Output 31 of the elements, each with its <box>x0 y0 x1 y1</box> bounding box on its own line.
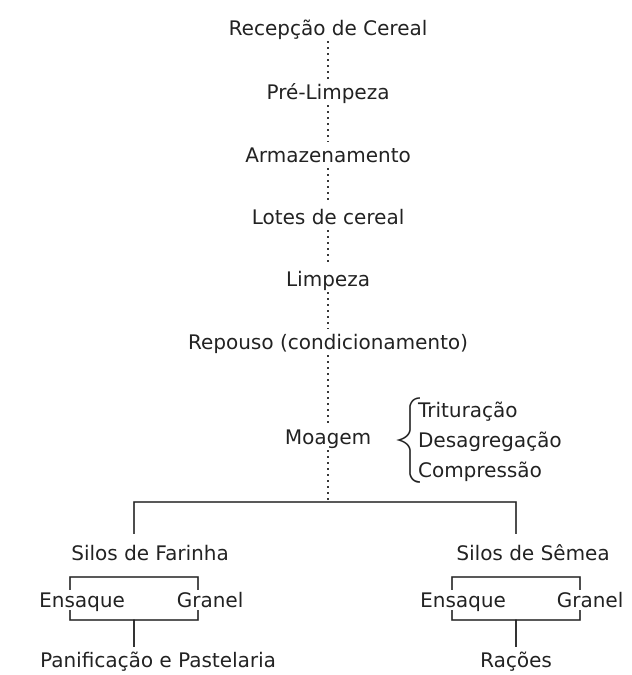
step-label: Desagregação <box>418 427 562 453</box>
dotted-connector <box>327 292 329 329</box>
step-text: Granel <box>176 587 244 613</box>
step-text: Panificação e Pastelaria <box>40 647 276 673</box>
connector-line <box>133 610 199 647</box>
step-text: Ensaque <box>420 587 506 613</box>
step-label: Trituração <box>418 397 518 423</box>
step-text: Lotes de cereal <box>252 204 404 230</box>
dotted-connector <box>327 105 329 142</box>
step-label: Compressão <box>418 457 542 483</box>
step-text: Silos de Farinha <box>71 540 229 577</box>
step-text: Pré-Limpeza <box>266 79 390 105</box>
connector-line <box>133 501 328 534</box>
connector-line <box>515 610 581 647</box>
step-text: Recepção de Cereal <box>228 15 428 41</box>
dotted-connector <box>327 450 329 502</box>
step-text: Armazenamento <box>245 142 411 168</box>
dotted-connector <box>327 355 329 424</box>
step-text: Repouso (condicionamento) <box>188 329 468 355</box>
step-text: Granel <box>556 587 624 613</box>
connector-line <box>134 576 199 590</box>
step-text: Rações <box>480 647 552 673</box>
connector-line <box>451 576 516 590</box>
connector-line <box>328 501 517 534</box>
connector-line <box>69 576 134 590</box>
step-text: Silos de Sêmea <box>456 540 610 577</box>
step-text: Ensaque <box>39 587 125 613</box>
connector-line <box>516 576 581 590</box>
step-text: Limpeza <box>286 266 370 292</box>
step-text: Moagem <box>284 424 372 450</box>
dotted-connector <box>327 41 329 79</box>
